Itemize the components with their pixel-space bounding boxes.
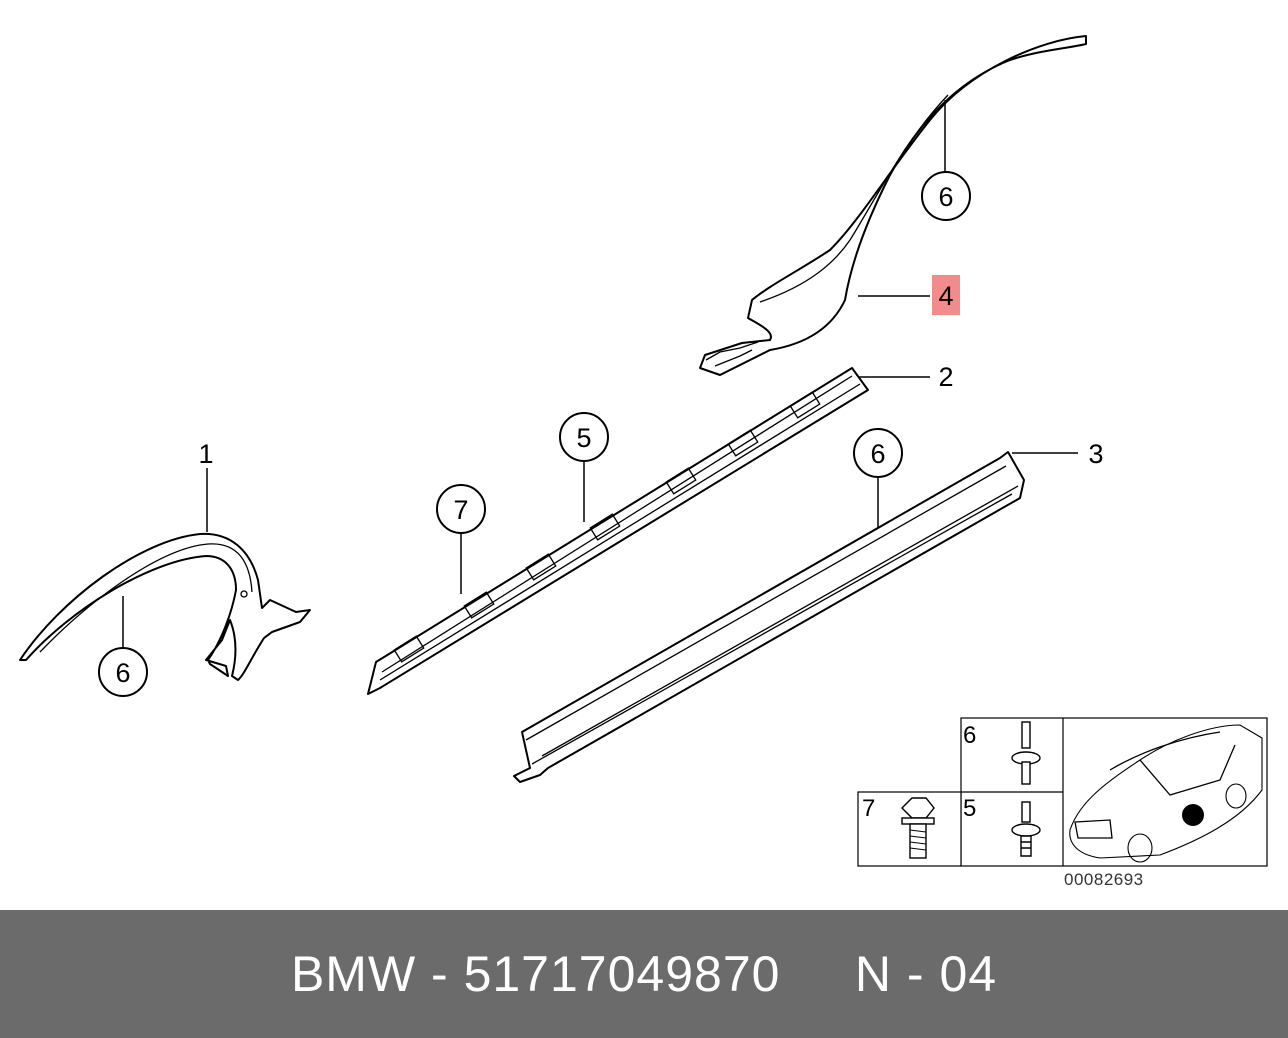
part-2-sill-trim — [367, 367, 869, 695]
callout-3: 3 — [1088, 439, 1103, 469]
svg-text:6: 6 — [938, 182, 953, 212]
part-number-label: BMW - 51717049870 N - 04 — [290, 946, 998, 1002]
footer-bar: BMW - 51717049870 N - 04 — [0, 910, 1288, 1038]
callout-6-top: 6 — [921, 171, 971, 221]
callout-4-highlighted: 4 — [932, 275, 960, 315]
leader-lines — [122, 100, 1078, 648]
callout-4-highlight — [932, 275, 960, 315]
parts-diagram: 6 4 2 3 5 6 7 1 6 6 7 5 — [19, 35, 1268, 867]
callout-7: 7 — [436, 484, 486, 534]
svg-text:7: 7 — [453, 495, 468, 525]
rivet-5-icon — [1011, 801, 1041, 857]
svg-text:5: 5 — [576, 423, 591, 453]
inset-label-6: 6 — [963, 722, 976, 749]
svg-text:6: 6 — [870, 439, 885, 469]
svg-text:6: 6 — [115, 658, 130, 688]
callout-2: 2 — [938, 362, 953, 392]
svg-text:1: 1 — [198, 439, 213, 469]
fastener-inset: 6 7 5 — [857, 717, 1268, 867]
location-marker-icon — [1182, 804, 1204, 826]
callout-5: 5 — [559, 412, 609, 462]
bolt-7-icon — [901, 797, 935, 859]
car-locator-icon — [1069, 724, 1263, 863]
svg-text:3: 3 — [1088, 439, 1103, 469]
svg-text:2: 2 — [938, 362, 953, 392]
callout-6-middle: 6 — [853, 428, 903, 478]
callout-6-left: 6 — [98, 647, 148, 697]
inset-label-5: 5 — [963, 795, 976, 822]
part-1-front-arch-trim — [19, 532, 311, 681]
callout-1: 1 — [198, 439, 213, 469]
rivet-6-icon — [1011, 721, 1041, 785]
inset-label-7: 7 — [862, 795, 875, 822]
part-4-rear-arch-trim — [699, 35, 1087, 376]
diagram-code: 00082693 — [1064, 870, 1144, 889]
part-3-lower-sill-panel — [513, 451, 1025, 783]
svg-text:4: 4 — [938, 281, 953, 311]
